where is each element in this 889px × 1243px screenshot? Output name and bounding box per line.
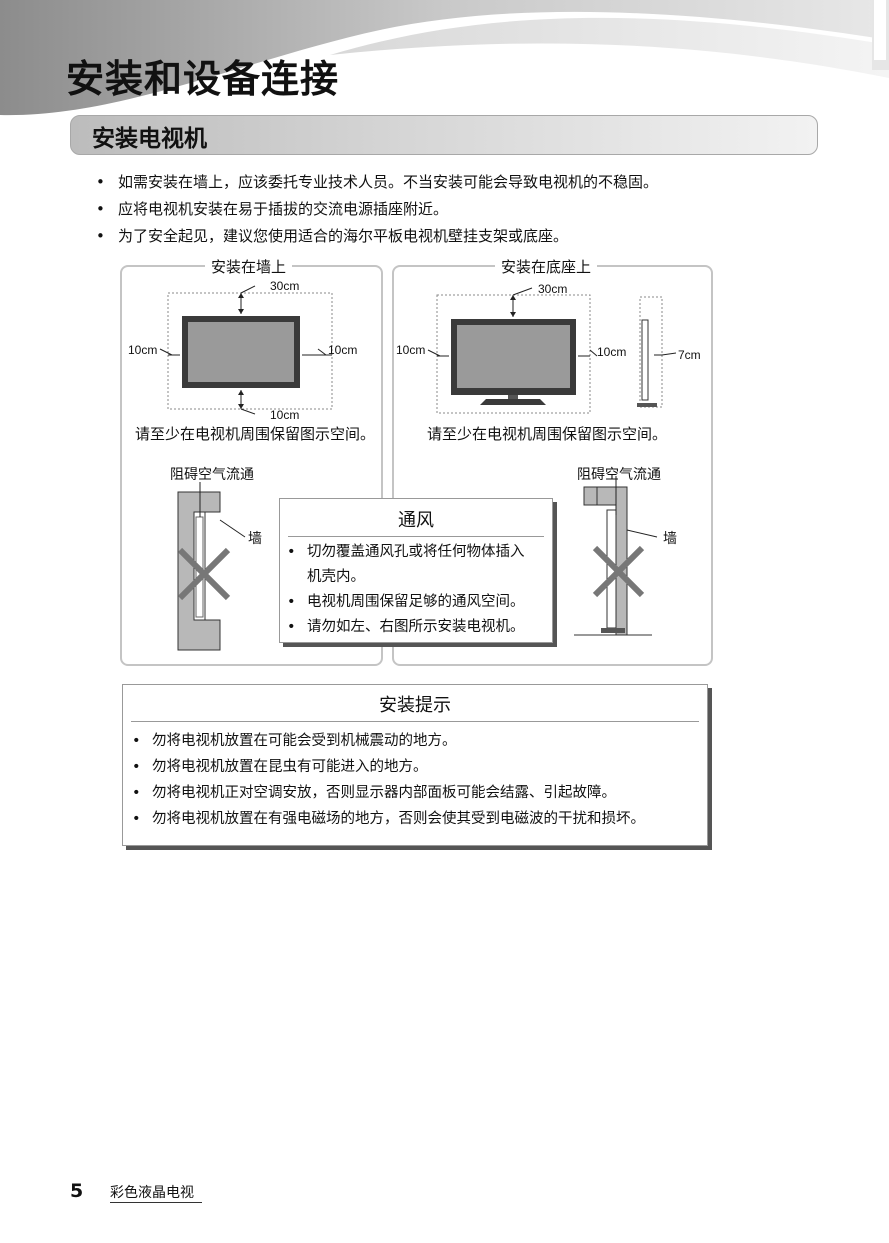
tips-item: •勿将电视机放置在昆虫有可能进入的地方。 <box>132 759 428 775</box>
stand-mount-diagram <box>427 287 677 636</box>
bullet: • <box>287 619 296 635</box>
page-title: 安装和设备连接 <box>66 57 340 101</box>
wall-mount-diagram <box>159 285 333 651</box>
stand-blocked-label: 阻碍空气流通 <box>577 467 661 483</box>
bullet: • <box>287 594 296 610</box>
tips-item: •勿将电视机正对空调安放，否则显示器内部面板可能会结露、引起故障。 <box>132 785 616 801</box>
wall-right-gap: 10cm <box>328 343 358 357</box>
stand-left-gap: 10cm <box>396 343 426 357</box>
page-number: 5 <box>70 1180 84 1202</box>
intro-text: 应将电视机安装在易于插拔的交流电源插座附近。 <box>118 200 449 218</box>
ventilation-box: 通风 •切勿覆盖通风孔或将任何物体插入 机壳内。 •电视机周围保留足够的通风空间… <box>279 498 553 643</box>
wall-left-gap: 10cm <box>128 343 158 357</box>
wall-mount-title: 安装在墙上 <box>205 256 293 277</box>
bullet: • <box>96 173 105 191</box>
intro-text: 为了安全起见，建议您使用适合的海尔平板电视机壁挂支架或底座。 <box>118 227 569 245</box>
ventilation-item-cont: 机壳内。 <box>307 569 365 585</box>
stand-back-gap: 7cm <box>678 348 701 362</box>
wall-top-gap: 30cm <box>270 279 300 293</box>
bullet: • <box>96 227 105 245</box>
wall-label: 墙 <box>248 531 262 547</box>
tips-divider <box>131 721 699 722</box>
footer-underline <box>110 1202 202 1203</box>
tips-item: •勿将电视机放置在可能会受到机械震动的地方。 <box>132 733 457 749</box>
tips-box: 安装提示 •勿将电视机放置在可能会受到机械震动的地方。 •勿将电视机放置在昆虫有… <box>122 684 708 846</box>
intro-item: • 应将电视机安装在易于插拔的交流电源插座附近。 <box>96 198 448 219</box>
stand-top-gap: 30cm <box>538 282 568 296</box>
bullet: • <box>96 200 105 218</box>
bullet: • <box>132 733 141 749</box>
ventilation-item: •切勿覆盖通风孔或将任何物体插入 <box>287 544 525 560</box>
stand-right-gap: 10cm <box>597 345 627 359</box>
bullet: • <box>132 811 141 827</box>
wall-blocked-label: 阻碍空气流通 <box>170 467 254 483</box>
bullet: • <box>132 785 141 801</box>
ventilation-title: 通风 <box>398 510 434 531</box>
section-title-bar <box>70 115 818 155</box>
ventilation-item: •电视机周围保留足够的通风空间。 <box>287 594 525 610</box>
footer-label: 彩色液晶电视 <box>110 1185 194 1201</box>
wall-caption: 请至少在电视机周围保留图示空间。 <box>135 425 376 443</box>
wall-bottom-gap: 10cm <box>270 408 300 422</box>
bullet: • <box>287 544 296 560</box>
section-title: 安装电视机 <box>92 126 207 152</box>
stand-caption: 请至少在电视机周围保留图示空间。 <box>427 425 668 443</box>
stand-mount-title: 安装在底座上 <box>495 256 598 277</box>
tips-item: •勿将电视机放置在有强电磁场的地方，否则会使其受到电磁波的干扰和损坏。 <box>132 811 645 827</box>
bullet: • <box>132 759 141 775</box>
ventilation-divider <box>288 536 544 537</box>
intro-item: • 为了安全起见，建议您使用适合的海尔平板电视机壁挂支架或底座。 <box>96 225 568 246</box>
ventilation-item: •请勿如左、右图所示安装电视机。 <box>287 619 525 635</box>
intro-text: 如需安装在墙上，应该委托专业技术人员。不当安装可能会导致电视机的不稳固。 <box>118 173 659 191</box>
intro-item: • 如需安装在墙上，应该委托专业技术人员。不当安装可能会导致电视机的不稳固。 <box>96 171 658 192</box>
header-swoosh-graphic <box>0 0 889 116</box>
tips-title: 安装提示 <box>379 695 451 716</box>
stand-wall-label: 墙 <box>663 531 677 547</box>
